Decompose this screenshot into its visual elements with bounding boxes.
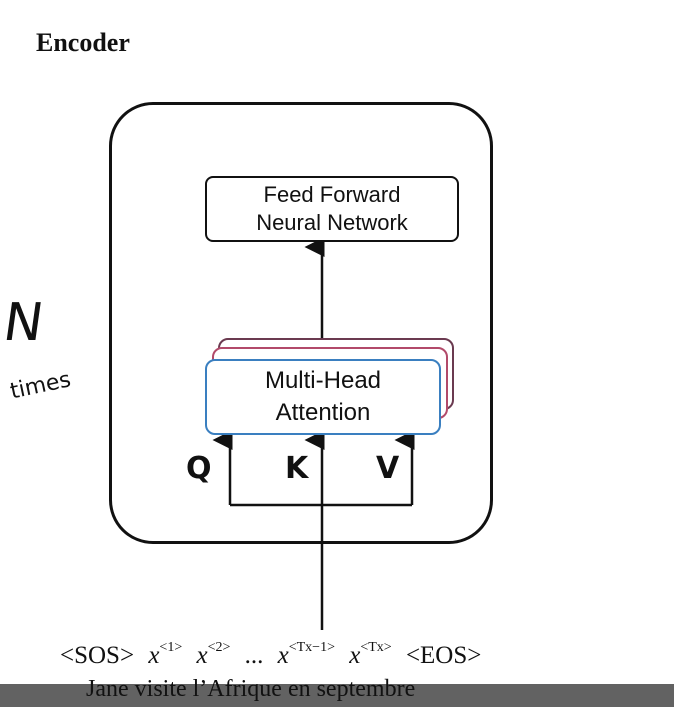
encoder-title: Encoder (36, 28, 130, 57)
token-x1: x<1> (148, 640, 183, 669)
attention-label-2: Attention (275, 399, 371, 426)
feed-forward-label-2: Neural Network (256, 210, 408, 235)
multi-head-attention-box: Multi-Head Attention (205, 359, 441, 435)
attention-label-1: Multi-Head (264, 367, 382, 394)
token-xt: x<Tx> (349, 640, 392, 669)
encoder-block (109, 102, 493, 544)
feed-forward-box: Feed Forward Neural Network (205, 176, 459, 242)
query-label: Q (186, 451, 212, 486)
input-sequence: <SOS> x<1> x<2> ... x<Tx−1> x<Tx> <EOS> (60, 640, 660, 670)
example-sentence: Jane visite l’Afrique en septembre (86, 676, 416, 702)
token-xt-minus-1: x<Tx−1> (277, 640, 335, 669)
eos-token: <EOS> (405, 642, 482, 669)
subtitle-bar (0, 684, 674, 707)
sos-token: <SOS> (60, 642, 135, 669)
token-x2: x<2> (196, 640, 231, 669)
ellipsis: ... (244, 642, 264, 669)
feed-forward-label-1: Feed Forward (263, 182, 401, 207)
key-label: K (285, 451, 309, 486)
value-label: V (376, 451, 400, 486)
